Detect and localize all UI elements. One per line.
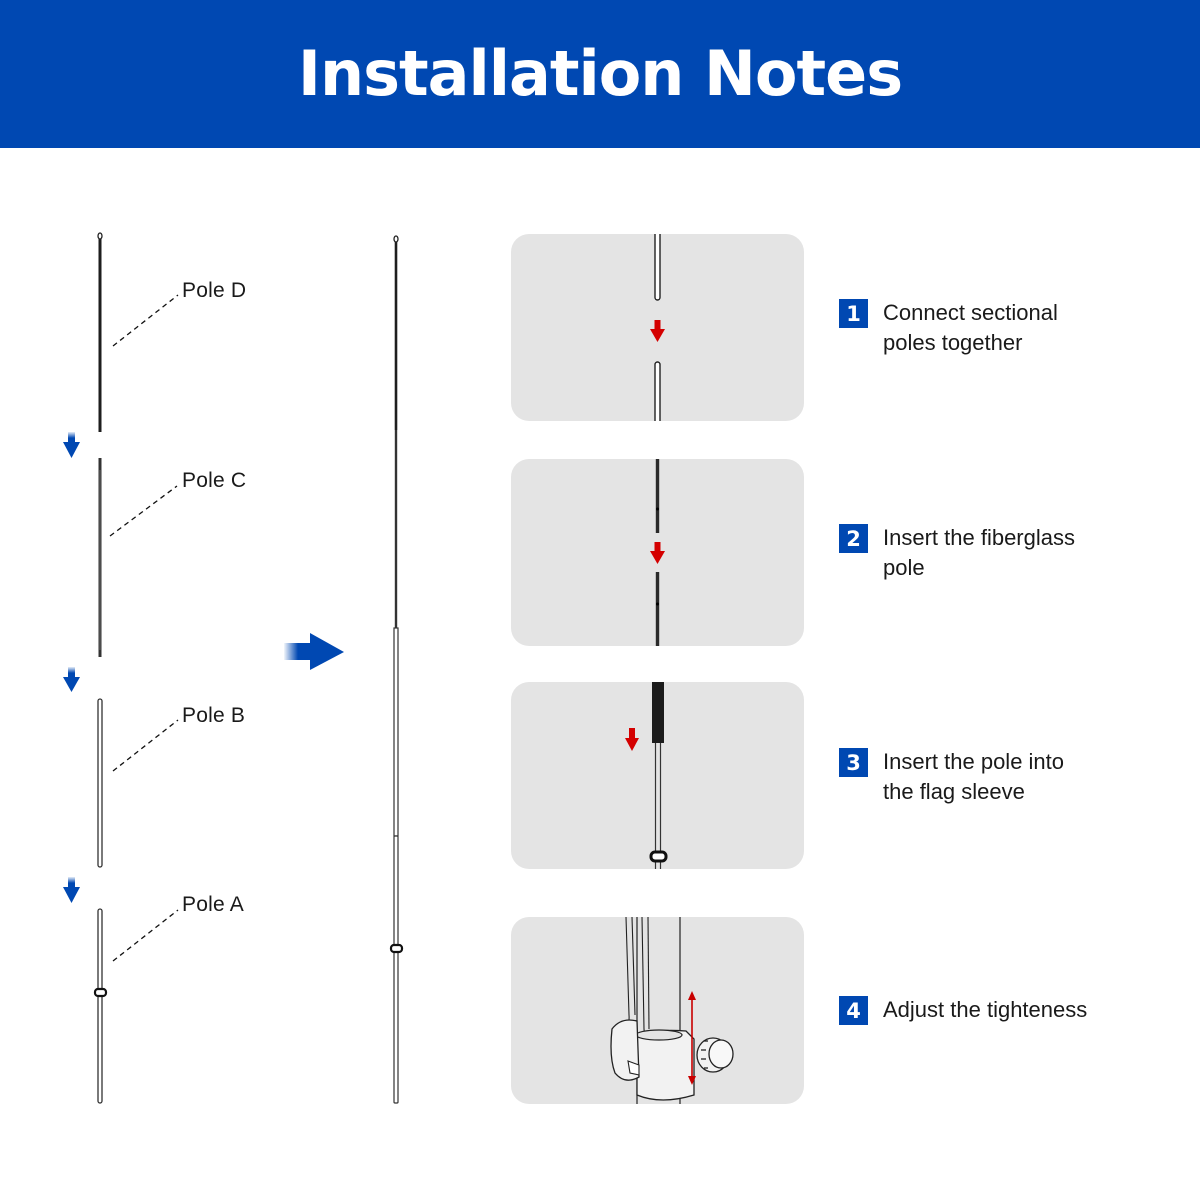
arrow-down-icon [63,432,80,458]
step-description: Connect sectional poles together [883,300,1058,355]
pole-c-label: Pole C [182,469,247,492]
arrow-down-icon [63,667,80,692]
arrow-right-icon [284,633,344,670]
page-title: Installation Notes [297,36,903,110]
pole-a-drawing [93,908,179,1104]
step-number-badge: 1 [839,299,868,328]
step-4-illustration [511,917,804,1104]
step-1: 1 Connect sectional poles together [839,298,1143,358]
arrow-down-icon [650,320,665,342]
arrow-down-icon [650,542,665,564]
step-3-illustration [511,682,804,869]
step-3: 3 Insert the pole into the flag sleeve [839,747,1143,807]
pole-d-drawing [97,232,179,432]
pole-a-label: Pole A [182,893,244,916]
step-number-badge: 3 [839,748,868,777]
pole-b-drawing [97,698,179,868]
pole-c-drawing [98,458,178,657]
arrow-down-icon [625,728,639,751]
assembled-pole-drawing [389,235,404,1104]
step-description: Insert the fiberglass pole [883,525,1075,580]
step-number-badge: 2 [839,524,868,553]
step-description: Insert the pole into the flag sleeve [883,749,1065,804]
step-number-badge: 4 [839,996,868,1025]
pole-d-label: Pole D [182,279,247,302]
pole-b-label: Pole B [182,704,246,727]
step-2: 2 Insert the fiberglass pole [839,523,1143,583]
arrow-down-icon [63,877,80,903]
double-arrow-icon [688,991,696,1085]
step-description: Adjust the tighteness [883,997,1088,1022]
step-1-illustration [511,234,804,421]
step-2-illustration [511,459,804,646]
step-4: 4 Adjust the tighteness [839,995,1143,1025]
header-banner: Installation Notes [0,0,1200,148]
